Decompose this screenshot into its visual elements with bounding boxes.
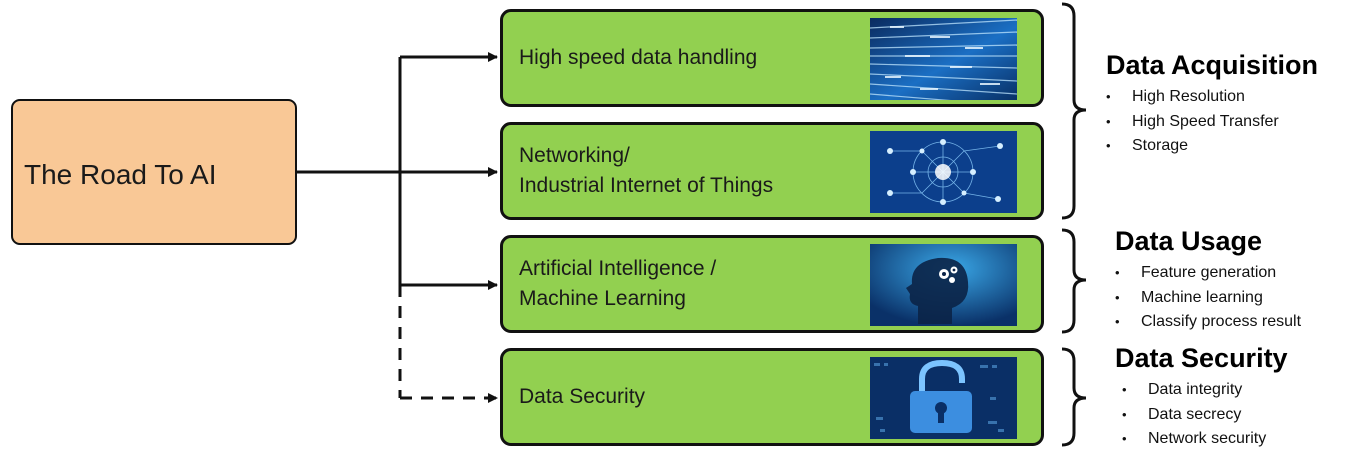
group-title: Data Acquisition (1106, 50, 1319, 80)
stage-data-security: Data Security (500, 348, 1044, 446)
group-item: Data secrecy (1122, 403, 1288, 428)
stage-ai-ml: Artificial Intelligence / Machine Learni… (500, 235, 1044, 333)
group-item-list: Data integrity Data secrecy Network secu… (1122, 378, 1288, 452)
root-label: The Road To AI (24, 159, 217, 190)
group-data-acquisition: Data Acquisition High Resolution High Sp… (1106, 50, 1318, 159)
group-item: Network security (1122, 427, 1288, 452)
stage-high-speed-data: High speed data handling (500, 9, 1044, 107)
ai-head-image (870, 244, 1017, 326)
stage-label: Artificial Intelligence / Machine Learni… (519, 254, 716, 314)
group-item: Data integrity (1122, 378, 1288, 403)
group-item-list: Feature generation Machine learning Clas… (1115, 261, 1301, 335)
group-title: Data Security (1115, 343, 1288, 373)
group-title: Data Usage (1115, 226, 1263, 256)
stage-label: Data Security (519, 382, 645, 412)
stage-label-line: Machine Learning (519, 287, 686, 310)
iot-network-image (870, 131, 1017, 213)
root-node: The Road To AI (11, 99, 297, 245)
group-item-list: High Resolution High Speed Transfer Stor… (1106, 85, 1318, 159)
group-item: Classify process result (1115, 310, 1301, 335)
stage-label-line: Data Security (519, 385, 646, 408)
brace-data-acquisition (1061, 2, 1087, 220)
security-lock-image (870, 357, 1017, 439)
data-stream-image (870, 18, 1017, 100)
stage-label-line: Artificial Intelligence / (519, 257, 717, 280)
stage-label: Networking/ Industrial Internet of Thing… (519, 141, 773, 201)
group-item: Machine learning (1115, 286, 1301, 311)
stage-label: High speed data handling (519, 43, 757, 73)
group-item: Storage (1106, 134, 1318, 159)
group-item: Feature generation (1115, 261, 1301, 286)
brace-data-usage (1061, 228, 1087, 334)
brace-data-security (1061, 347, 1087, 447)
group-item: High Speed Transfer (1106, 110, 1318, 135)
stage-label-line: High speed data handling (519, 46, 758, 69)
group-data-usage: Data Usage Feature generation Machine le… (1115, 226, 1301, 335)
stage-label-line: Industrial Internet of Things (519, 174, 774, 197)
group-data-security: Data Security Data integrity Data secrec… (1115, 343, 1288, 452)
group-item: High Resolution (1106, 85, 1318, 110)
stage-label-line: Networking/ (519, 144, 630, 167)
stage-networking-iiot: Networking/ Industrial Internet of Thing… (500, 122, 1044, 220)
